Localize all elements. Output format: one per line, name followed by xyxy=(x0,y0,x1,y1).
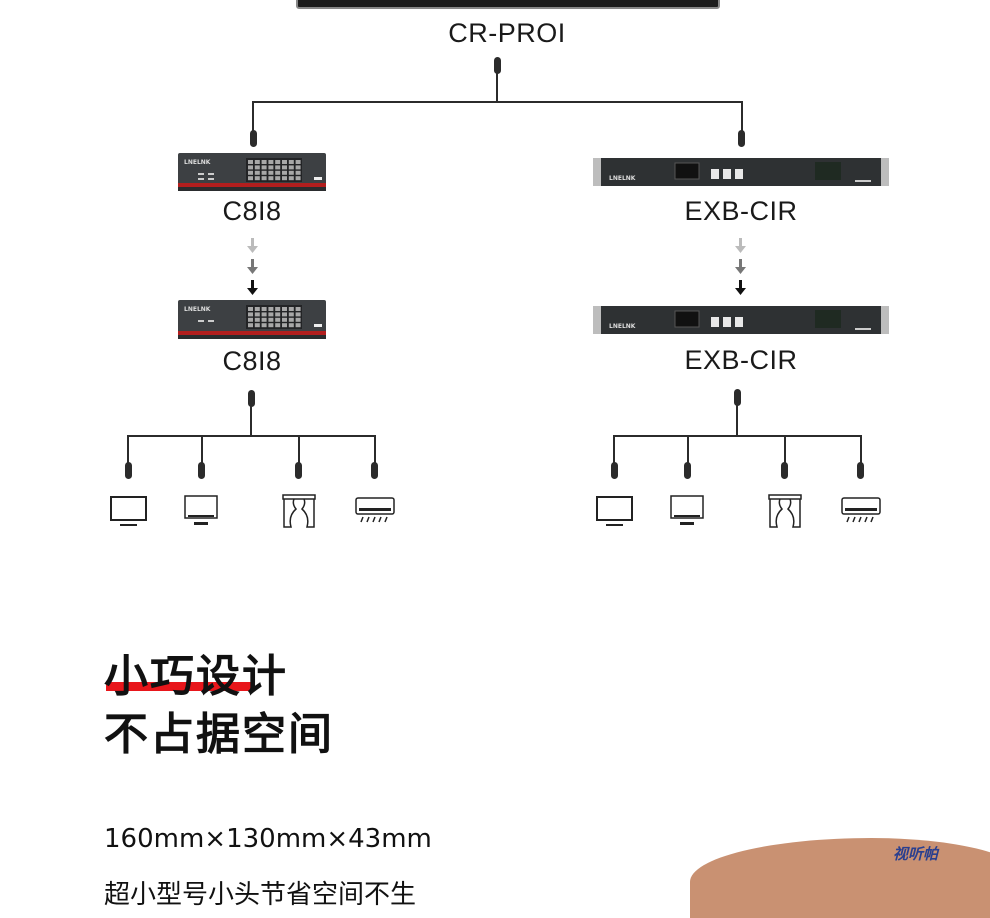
tv-icon xyxy=(110,496,147,526)
monitor-icon xyxy=(670,495,704,525)
feature-heading-line1: 小巧设计 xyxy=(104,651,288,702)
c8i8-label-2: C8I8 xyxy=(222,346,282,376)
right-drop-4 xyxy=(860,435,862,463)
exb-cir-device-2: LNELNK xyxy=(593,306,889,334)
left-lower-connector xyxy=(248,390,255,407)
c8i8-device-2: LNELNK xyxy=(178,300,326,339)
left-branch-connector xyxy=(250,130,257,147)
exb-cir-label-2: EXB-CIR xyxy=(684,345,798,375)
description-text: 超小型号小头节省空间不生 xyxy=(104,880,417,910)
right-end-connector-3 xyxy=(781,462,788,479)
right-lower-trunk xyxy=(736,404,738,435)
left-end-connector-2 xyxy=(198,462,205,479)
exb-cir-device-1: LNELNK xyxy=(593,158,889,186)
feature-heading-line2: 不占据空间 xyxy=(104,709,334,760)
down-arrows-left xyxy=(247,238,258,295)
right-end-connector-4 xyxy=(857,462,864,479)
top-branch-line xyxy=(252,101,743,103)
right-end-connector-2 xyxy=(684,462,691,479)
left-drop-3 xyxy=(298,435,300,463)
left-lower-branch xyxy=(127,435,376,437)
right-lower-connector xyxy=(734,389,741,406)
left-drop-1 xyxy=(127,435,129,463)
right-drop-2 xyxy=(687,435,689,463)
right-end-connector-1 xyxy=(611,462,618,479)
tv-icon xyxy=(596,496,633,526)
top-trunk-line xyxy=(496,72,498,102)
air-conditioner-icon xyxy=(355,497,395,523)
exb-cir-label-1: EXB-CIR xyxy=(684,196,798,226)
air-conditioner-icon xyxy=(841,497,881,523)
left-end-connector-1 xyxy=(125,462,132,479)
left-end-connector-4 xyxy=(371,462,378,479)
top-connector xyxy=(494,57,501,74)
right-branch-connector xyxy=(738,130,745,147)
right-drop-1 xyxy=(613,435,615,463)
dimensions-text: 160mm×130mm×43mm xyxy=(104,824,432,854)
svg-text:LNELNK: LNELNK xyxy=(609,175,636,182)
right-drop-3 xyxy=(784,435,786,463)
right-branch-drop xyxy=(741,101,743,131)
curtain-icon xyxy=(282,494,316,528)
left-lower-trunk xyxy=(250,405,252,435)
svg-text:LNELNK: LNELNK xyxy=(184,306,211,313)
c8i8-device-1: LNELNK xyxy=(178,153,326,191)
curtain-icon xyxy=(768,494,802,528)
left-end-connector-3 xyxy=(295,462,302,479)
device-brand-text: LNELNK xyxy=(184,159,211,166)
left-branch-drop xyxy=(252,101,254,131)
monitor-icon xyxy=(184,495,218,525)
top-device-label: CR-PROI xyxy=(448,18,566,48)
left-drop-2 xyxy=(201,435,203,463)
down-arrows-right xyxy=(735,238,746,295)
watermark-logo: 视听帕 xyxy=(893,845,939,863)
hand-image xyxy=(690,838,990,918)
c8i8-label-1: C8I8 xyxy=(222,196,282,226)
left-drop-4 xyxy=(374,435,376,463)
top-device-base xyxy=(296,0,720,9)
right-lower-branch xyxy=(613,435,862,437)
svg-text:LNELNK: LNELNK xyxy=(609,323,636,330)
heading-accent-underline xyxy=(106,682,254,691)
